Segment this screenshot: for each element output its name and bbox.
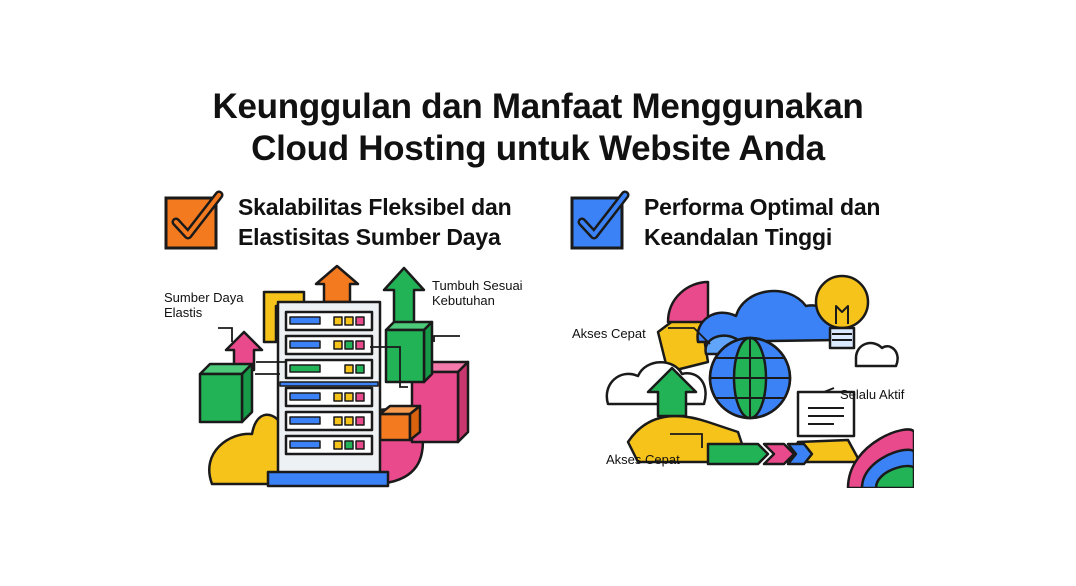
panel-scalability-header: Skalabilitas Fleksibel dan Elastisitas S… (164, 190, 512, 252)
page-title-line-1: Keunggulan dan Manfaat Menggunakan (212, 87, 864, 126)
checkbox-checked-icon (570, 190, 630, 250)
callout-grow-as-needed: Tumbuh Sesuai Kebutuhan (432, 278, 523, 308)
callout-always-on: Selalu Aktif (840, 387, 905, 402)
page-title-line-2: Cloud Hosting untuk Website Anda (251, 129, 825, 168)
panel-scalability-title-line-2: Elastisitas Sumber Daya (238, 224, 501, 250)
callout-elastic-resources: Sumber Daya Elastis (164, 290, 243, 320)
callout-fast-access-top: Akses Cepat (572, 326, 646, 341)
panel-scalability-title: Skalabilitas Fleksibel dan Elastisitas S… (238, 192, 512, 252)
panel-scalability-title-line-1: Skalabilitas Fleksibel dan (238, 194, 512, 220)
server-scaling-illustration (198, 264, 470, 488)
callout-grow-as-needed-line-2: Kebutuhan (432, 293, 495, 308)
callout-fast-access-bottom: Akses Cepat (606, 452, 680, 467)
panel-performance-title: Performa Optimal dan Keandalan Tinggi (644, 192, 880, 252)
page-title: Keunggulan dan Manfaat Menggunakan Cloud… (0, 86, 1076, 170)
callout-grow-as-needed-line-1: Tumbuh Sesuai (432, 278, 523, 293)
panel-performance-header: Performa Optimal dan Keandalan Tinggi (570, 190, 880, 252)
cloud-performance-illustration (605, 274, 914, 488)
callout-elastic-resources-line-2: Elastis (164, 305, 203, 320)
panel-performance-title-line-2: Keandalan Tinggi (644, 224, 833, 250)
panel-performance-title-line-1: Performa Optimal dan (644, 194, 881, 220)
callout-elastic-resources-line-1: Sumber Daya (164, 290, 244, 305)
checkbox-checked-icon (164, 190, 224, 250)
